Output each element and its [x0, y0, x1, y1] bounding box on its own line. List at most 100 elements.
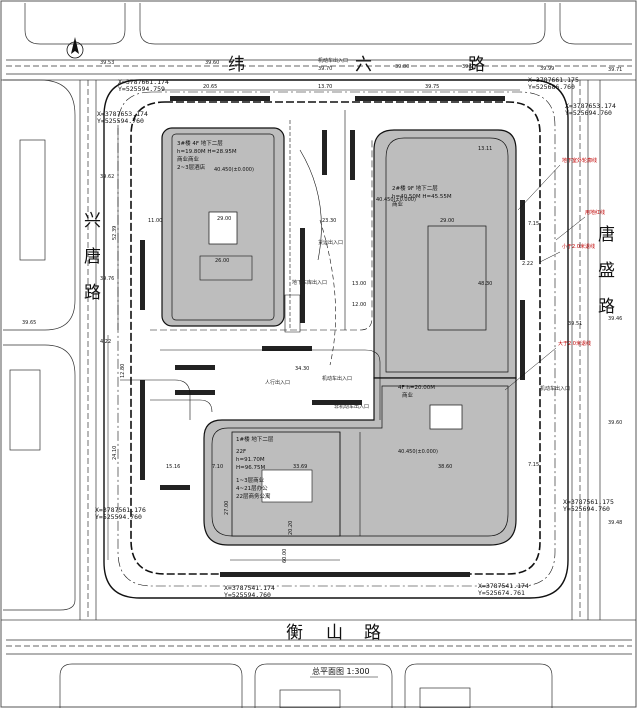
building-1-podium: 4F h=20.00M 商业 40.450(±0.000) 1#楼 地下二层 2… [166, 377, 517, 546]
site-boundary [103, 79, 569, 599]
building-3-elevation: 40.450(±0.000) [214, 167, 254, 173]
svg-text:Y=525674.761: Y=525674.761 [478, 589, 525, 597]
svg-text:23.30: 23.30 [322, 218, 336, 224]
svg-text:60.00: 60.00 [282, 549, 288, 563]
svg-text:人行出入口: 人行出入口 [265, 379, 290, 386]
building-3: 3#楼 4F 地下二层 h=19.80M H=28.95M 商业商业 2~3层酒… [161, 127, 285, 327]
svg-text:39.71: 39.71 [608, 67, 622, 73]
road-west-char-3: 路 [84, 283, 101, 303]
svg-text:X=3787561.176: X=3787561.176 [95, 506, 146, 514]
svg-text:40.450(±0.000): 40.450(±0.000) [376, 197, 416, 203]
svg-text:1~3层商业: 1~3层商业 [236, 476, 265, 484]
road-west-char-1: 兴 [84, 211, 101, 231]
svg-text:48.30: 48.30 [478, 281, 492, 287]
svg-text:33.69: 33.69 [293, 464, 307, 470]
svg-text:商业: 商业 [402, 391, 414, 399]
svg-text:39.51: 39.51 [568, 321, 582, 327]
svg-text:Y=525594.760: Y=525594.760 [95, 513, 142, 521]
entrance-east-label: 机动车出入口 [540, 385, 570, 392]
svg-text:4.22: 4.22 [100, 339, 111, 345]
parking-stalls [140, 96, 525, 577]
svg-text:13.00: 13.00 [352, 281, 366, 287]
svg-text:11.00: 11.00 [148, 218, 162, 224]
svg-text:29.00: 29.00 [440, 218, 454, 224]
svg-text:Y=525694.760: Y=525694.760 [565, 109, 612, 117]
svg-text:Y=525594.760: Y=525594.760 [97, 117, 144, 125]
legend-basement-line: 地下室外轮廓线 [562, 157, 597, 164]
svg-text:X=3787561.175: X=3787561.175 [563, 498, 614, 506]
svg-text:52.39: 52.39 [112, 226, 118, 240]
svg-text:7.15: 7.15 [528, 221, 539, 227]
svg-text:39.76: 39.76 [100, 276, 114, 282]
internal-driveways [120, 110, 381, 420]
dim-top-b: 13.70 [318, 84, 332, 90]
entrance-north-label: 机动车出入口 [318, 57, 348, 64]
road-north-char-2: 六 [355, 55, 372, 75]
svg-text:7.10: 7.10 [212, 464, 223, 470]
svg-text:22F: 22F [236, 449, 246, 455]
svg-text:4~21层办公: 4~21层办公 [236, 484, 268, 492]
building-2-label: 2#楼 9F 地下二层 [392, 184, 438, 192]
svg-text:2.22: 2.22 [522, 261, 533, 267]
svg-text:39.80: 39.80 [395, 64, 409, 70]
svg-text:商业商业: 商业商业 [177, 155, 200, 163]
road-north-char-1: 纬 [228, 55, 245, 75]
north-neighbor-blocks [6, 3, 632, 75]
svg-text:Y=525694.760: Y=525694.760 [563, 505, 610, 513]
road-names: 纬 六 路 兴 唐 路 唐 盛 路 衡 山 路 [84, 55, 615, 643]
svg-text:地下车库出入口: 地下车库出入口 [292, 279, 327, 286]
svg-text:Y=525594.760: Y=525594.760 [224, 591, 271, 599]
annotations: 机动车出入口 机动车出入口 机动车出入口 地下车库出入口 货运出入口 非机动车出… [265, 57, 605, 410]
spot-elevations: 39.53 39.60 39.70 39.80 39.95 39.99 39.7… [22, 60, 622, 526]
svg-text:26.00: 26.00 [215, 258, 229, 264]
svg-text:34.30: 34.30 [295, 366, 309, 372]
svg-text:h=19.80M H=28.95M: h=19.80M H=28.95M [177, 149, 237, 155]
survey-coordinates: X=3787661.174 Y=525594.759 X=3787653.174… [95, 76, 616, 599]
svg-text:39.60: 39.60 [205, 60, 219, 66]
legend-red-line: 用地红线 [585, 209, 605, 216]
svg-text:商业: 商业 [392, 200, 404, 208]
svg-text:h=91.70M: h=91.70M [236, 457, 265, 463]
legend-setback-large: 大于2.0米退线 [558, 340, 591, 347]
road-east-char-2: 盛 [598, 261, 615, 281]
svg-text:7.15: 7.15 [528, 462, 539, 468]
drawing-title: 总平面图 1:300 [312, 666, 370, 676]
svg-text:货运出入口: 货运出入口 [318, 239, 343, 246]
svg-text:22层商务公寓: 22层商务公寓 [236, 492, 271, 500]
svg-text:X=3787541.174: X=3787541.174 [224, 584, 275, 592]
north-arrow-icon [66, 37, 84, 59]
road-north-char-3: 路 [468, 55, 485, 75]
south-neighbor-blocks [6, 639, 632, 708]
svg-text:39.46: 39.46 [608, 316, 622, 322]
dimension-lines [107, 89, 520, 561]
legend-setback-small: 小于2.0米退线 [562, 243, 595, 250]
svg-text:X=3787541.174: X=3787541.174 [478, 582, 529, 590]
svg-text:39.95: 39.95 [462, 64, 476, 70]
road-east-char-1: 唐 [598, 224, 615, 245]
svg-text:H=96.75M: H=96.75M [236, 465, 265, 471]
road-west-char-2: 唐 [84, 246, 101, 267]
dim-top-c: 39.75 [425, 84, 439, 90]
road-east-char-3: 路 [598, 297, 615, 317]
east-neighbor-blocks [571, 80, 601, 620]
svg-text:20.20: 20.20 [288, 521, 294, 535]
svg-text:X=3787653.174: X=3787653.174 [97, 110, 148, 118]
building-1-label: 1#楼 地下二层 [236, 435, 274, 443]
road-south-char-3: 路 [364, 623, 381, 643]
svg-text:非机动车出入口: 非机动车出入口 [334, 403, 369, 410]
svg-text:39.99: 39.99 [540, 66, 554, 72]
svg-text:13.11: 13.11 [478, 146, 492, 152]
svg-text:39.53: 39.53 [100, 60, 114, 66]
svg-text:Y=525594.759: Y=525594.759 [118, 85, 165, 93]
svg-text:X=3787653.174: X=3787653.174 [565, 102, 616, 110]
svg-text:39.60: 39.60 [608, 420, 622, 426]
svg-text:15.16: 15.16 [166, 464, 180, 470]
svg-text:24.10: 24.10 [112, 446, 118, 460]
building-3-label: 3#楼 4F 地下二层 [177, 139, 223, 147]
dim-top-a: 20.65 [203, 84, 217, 90]
svg-text:29.00: 29.00 [217, 216, 231, 222]
road-south-char-1: 衡 [286, 623, 303, 643]
svg-text:39.62: 39.62 [100, 174, 114, 180]
